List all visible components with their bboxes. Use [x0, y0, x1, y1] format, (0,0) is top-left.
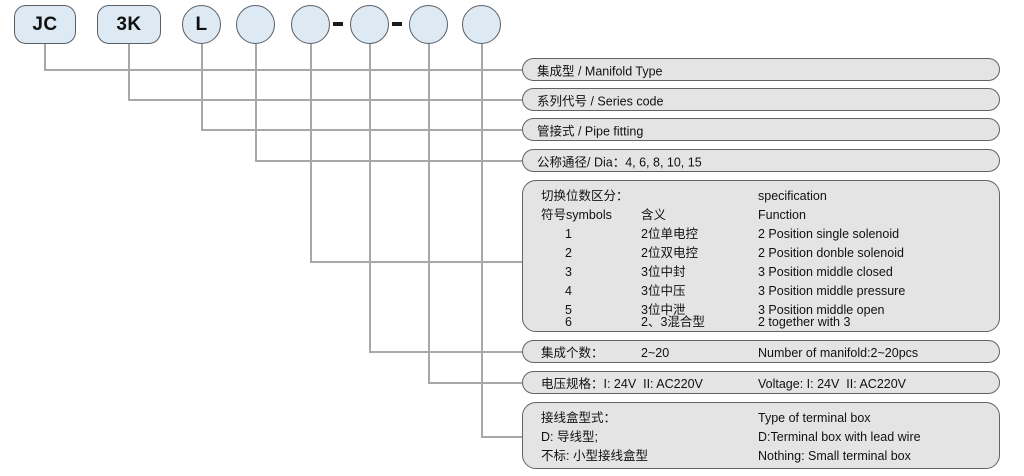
spec-row-meaning: 3位中泄: [641, 303, 686, 317]
spec-header-en: specification: [758, 189, 827, 203]
code-token-terminal-box[interactable]: [462, 5, 501, 44]
connector-h-jc: [44, 69, 522, 71]
label-box-pipe-fitting: 管接式 / Pipe fitting: [522, 118, 1000, 141]
connector-v-3k: [128, 44, 130, 101]
spec-row-function: 3 Position middle open: [758, 303, 885, 317]
label-box-voltage: 电压规格：I: 24V II: AC220V Voltage: I: 24V I…: [522, 371, 1000, 394]
spec-header-cn: 切换位数区分：: [541, 189, 629, 203]
connector-v-dia: [255, 44, 257, 162]
spec-row-meaning: 3位中封: [641, 265, 686, 279]
connector-h-3k: [128, 99, 522, 101]
spec-row-function: 2 together with 3: [758, 315, 851, 329]
connector-v-l: [201, 44, 203, 131]
label-box-specification: 切换位数区分： specification 符号symbols 含义 Funct…: [522, 180, 1000, 332]
spec-col-symbol: 符号symbols: [541, 208, 612, 222]
connector-h-l: [201, 129, 522, 131]
connector-v-position: [310, 44, 312, 263]
connector-h-position: [310, 261, 522, 263]
connector-h-manifold-count: [369, 351, 522, 353]
pipe-fitting-text: 管接式 / Pipe fitting: [537, 124, 644, 138]
separator-dash-1: [333, 22, 343, 26]
terminal-box-en-line: D:Terminal box with lead wire: [758, 430, 921, 444]
manifold-count-en: Number of manifold:2~20pcs: [758, 346, 919, 360]
spec-row-symbol: 1: [565, 227, 572, 241]
terminal-box-cn-line: D: 导线型;: [541, 430, 598, 444]
connector-v-terminal-box: [481, 44, 483, 438]
spec-row-meaning: 2、3混合型: [641, 315, 705, 329]
label-box-dia: 公称通径/ Dia：4, 6, 8, 10, 15: [522, 149, 1000, 172]
connector-v-jc: [44, 44, 46, 71]
connector-h-terminal-box: [481, 436, 522, 438]
connector-h-dia: [255, 160, 522, 162]
spec-row-symbol: 4: [565, 284, 572, 298]
voltage-en: Voltage: I: 24V II: AC220V: [758, 377, 907, 391]
manifold-count-value: 2~20: [641, 346, 670, 360]
terminal-box-cn-line: 接线盒型式：: [541, 411, 617, 425]
voltage-cn-label: 电压规格：I: 24V II: AC220V: [541, 377, 703, 391]
spec-row-symbol: 5: [565, 303, 572, 317]
label-box-series-code: 系列代号 / Series code: [522, 88, 1000, 111]
code-token-jc[interactable]: JC: [14, 5, 76, 44]
spec-row-function: 2 Position donble solenoid: [758, 246, 904, 260]
code-token-position[interactable]: [291, 5, 330, 44]
series-code-text: 系列代号 / Series code: [537, 94, 664, 108]
spec-row-meaning: 2位双电控: [641, 246, 698, 260]
code-token-dia[interactable]: [236, 5, 275, 44]
separator-dash-2: [392, 22, 402, 26]
spec-row-function: 2 Position single solenoid: [758, 227, 900, 241]
code-token-manifold-count[interactable]: [350, 5, 389, 44]
connector-v-manifold-count: [369, 44, 371, 353]
spec-row-meaning: 2位单电控: [641, 227, 698, 241]
code-token-voltage[interactable]: [409, 5, 448, 44]
terminal-box-cn-line: 不标: 小型接线盒型: [541, 449, 648, 463]
spec-col-meaning: 含义: [641, 208, 667, 222]
spec-row-symbol: 6: [565, 315, 572, 329]
manifold-type-text: 集成型 / Manifold Type: [537, 64, 663, 78]
code-token-l[interactable]: L: [182, 5, 221, 44]
spec-col-function: Function: [758, 208, 806, 222]
label-box-terminal-box: 接线盒型式： D: 导线型; 不标: 小型接线盒型 Type of termin…: [522, 402, 1000, 469]
spec-row-meaning: 3位中压: [641, 284, 686, 298]
terminal-box-en-line: Type of terminal box: [758, 411, 871, 425]
code-token-3k[interactable]: 3K: [97, 5, 161, 44]
dia-text: 公称通径/ Dia：4, 6, 8, 10, 15: [537, 155, 702, 169]
spec-row-function: 3 Position middle pressure: [758, 284, 906, 298]
manifold-count-cn-label: 集成个数：: [541, 346, 604, 360]
spec-row-function: 3 Position middle closed: [758, 265, 893, 279]
label-box-manifold-type: 集成型 / Manifold Type: [522, 58, 1000, 81]
spec-row-symbol: 2: [565, 246, 572, 260]
connector-v-voltage: [428, 44, 430, 384]
terminal-box-en-line: Nothing: Small terminal box: [758, 449, 911, 463]
label-box-manifold-count: 集成个数： 2~20 Number of manifold:2~20pcs: [522, 340, 1000, 363]
spec-row-symbol: 3: [565, 265, 572, 279]
connector-h-voltage: [428, 382, 522, 384]
